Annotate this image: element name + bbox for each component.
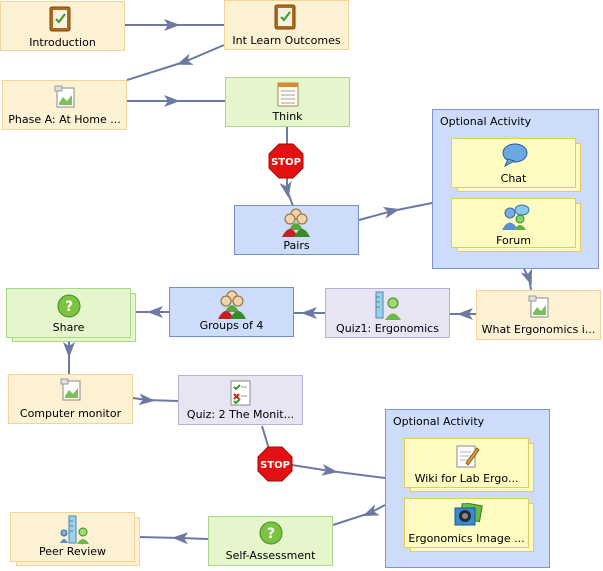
activity-self-assessment-label: Self-Assessment — [225, 549, 316, 562]
activity-quiz2[interactable]: Quiz: 2 The Monit... — [178, 375, 303, 425]
forum-people-icon — [502, 204, 530, 230]
image-gallery-icon — [454, 503, 483, 526]
speech-bubble-icon — [502, 143, 528, 167]
question-icon: ? — [259, 521, 283, 545]
arrow-optional-to-what — [520, 268, 533, 291]
arrow-optional2-to-self — [332, 504, 386, 526]
edit-pencil-icon — [456, 445, 480, 468]
optional-activity-2-title: Optional Activity — [393, 415, 485, 428]
activity-chat-label: Chat — [500, 172, 527, 185]
activity-phase-a-label: Phase A: At Home ... — [8, 113, 121, 126]
svg-text:?: ? — [65, 299, 73, 315]
activity-ergonomics-image[interactable]: Ergonomics Image ... — [404, 498, 529, 548]
svg-text:?: ? — [267, 526, 275, 542]
arrow-outcomes-to-phase — [126, 44, 225, 81]
image-doc-icon — [54, 85, 75, 108]
people-group-icon — [282, 208, 310, 237]
activity-learn-outcomes-label: Int Learn Outcomes — [232, 34, 341, 47]
activity-share-label: Share — [52, 321, 85, 334]
image-doc-icon — [528, 295, 549, 318]
activity-peer-review-label: Peer Review — [38, 545, 107, 558]
activity-what-ergonomics[interactable]: What Ergonomics i... — [476, 290, 601, 340]
activity-think-label: Think — [272, 110, 303, 123]
activity-quiz1[interactable]: Quiz1: Ergonomics — [325, 288, 450, 338]
activity-chat[interactable]: Chat — [451, 138, 576, 188]
optional-activity-1-title: Optional Activity — [440, 115, 532, 128]
arrow-self-to-peer — [137, 532, 209, 545]
activity-peer-review[interactable]: Peer Review — [10, 512, 135, 562]
stop-sign-icon: STOP — [268, 143, 304, 179]
arrow-monitor-to-quiz2 — [132, 393, 179, 406]
question-icon: ? — [57, 294, 81, 318]
activity-pairs-label: Pairs — [283, 239, 310, 252]
activity-introduction-label: Introduction — [29, 36, 96, 49]
arrow-pairs-to-optional — [358, 202, 433, 221]
activity-groups-of-4-label: Groups of 4 — [199, 319, 264, 332]
activity-what-ergonomics-label: What Ergonomics i... — [481, 323, 596, 336]
activity-pairs[interactable]: Pairs — [234, 205, 359, 255]
activity-groups-of-4[interactable]: Groups of 4 — [169, 287, 294, 337]
notebook-icon — [274, 4, 296, 30]
ruler-people-icon — [60, 515, 89, 544]
notepad-icon — [277, 82, 299, 107]
activity-computer-monitor-label: Computer monitor — [19, 407, 122, 420]
activity-wiki-label: Wiki for Lab Ergo... — [414, 472, 519, 485]
activity-ergonomics-image-label: Ergonomics Image ... — [408, 532, 525, 545]
people-group-icon — [218, 290, 246, 319]
stop-sign-label: STOP — [260, 460, 290, 471]
activity-share[interactable]: ? Share — [6, 288, 131, 338]
activity-self-assessment[interactable]: ? Self-Assessment — [208, 516, 333, 566]
activity-introduction[interactable]: Introduction — [0, 1, 125, 51]
activity-wiki[interactable]: Wiki for Lab Ergo... — [404, 438, 529, 488]
checklist-icon — [230, 380, 251, 406]
arrow-quiz2-to-optional2 — [261, 425, 386, 479]
activity-think[interactable]: Think — [225, 77, 350, 127]
notebook-icon — [49, 6, 71, 32]
activity-phase-a[interactable]: Phase A: At Home ... — [2, 80, 127, 130]
activity-computer-monitor[interactable]: Computer monitor — [8, 374, 133, 424]
activity-forum[interactable]: Forum — [451, 198, 576, 248]
activity-quiz2-label: Quiz: 2 The Monit... — [186, 408, 295, 421]
assessment-person-icon — [375, 291, 401, 320]
activity-quiz1-label: Quiz1: Ergonomics — [336, 322, 439, 335]
activity-learn-outcomes[interactable]: Int Learn Outcomes — [224, 0, 349, 50]
stop-sign-icon: STOP — [257, 446, 293, 482]
image-doc-icon — [60, 378, 81, 401]
stop-sign-label: STOP — [271, 157, 301, 168]
activity-forum-label: Forum — [496, 234, 531, 247]
